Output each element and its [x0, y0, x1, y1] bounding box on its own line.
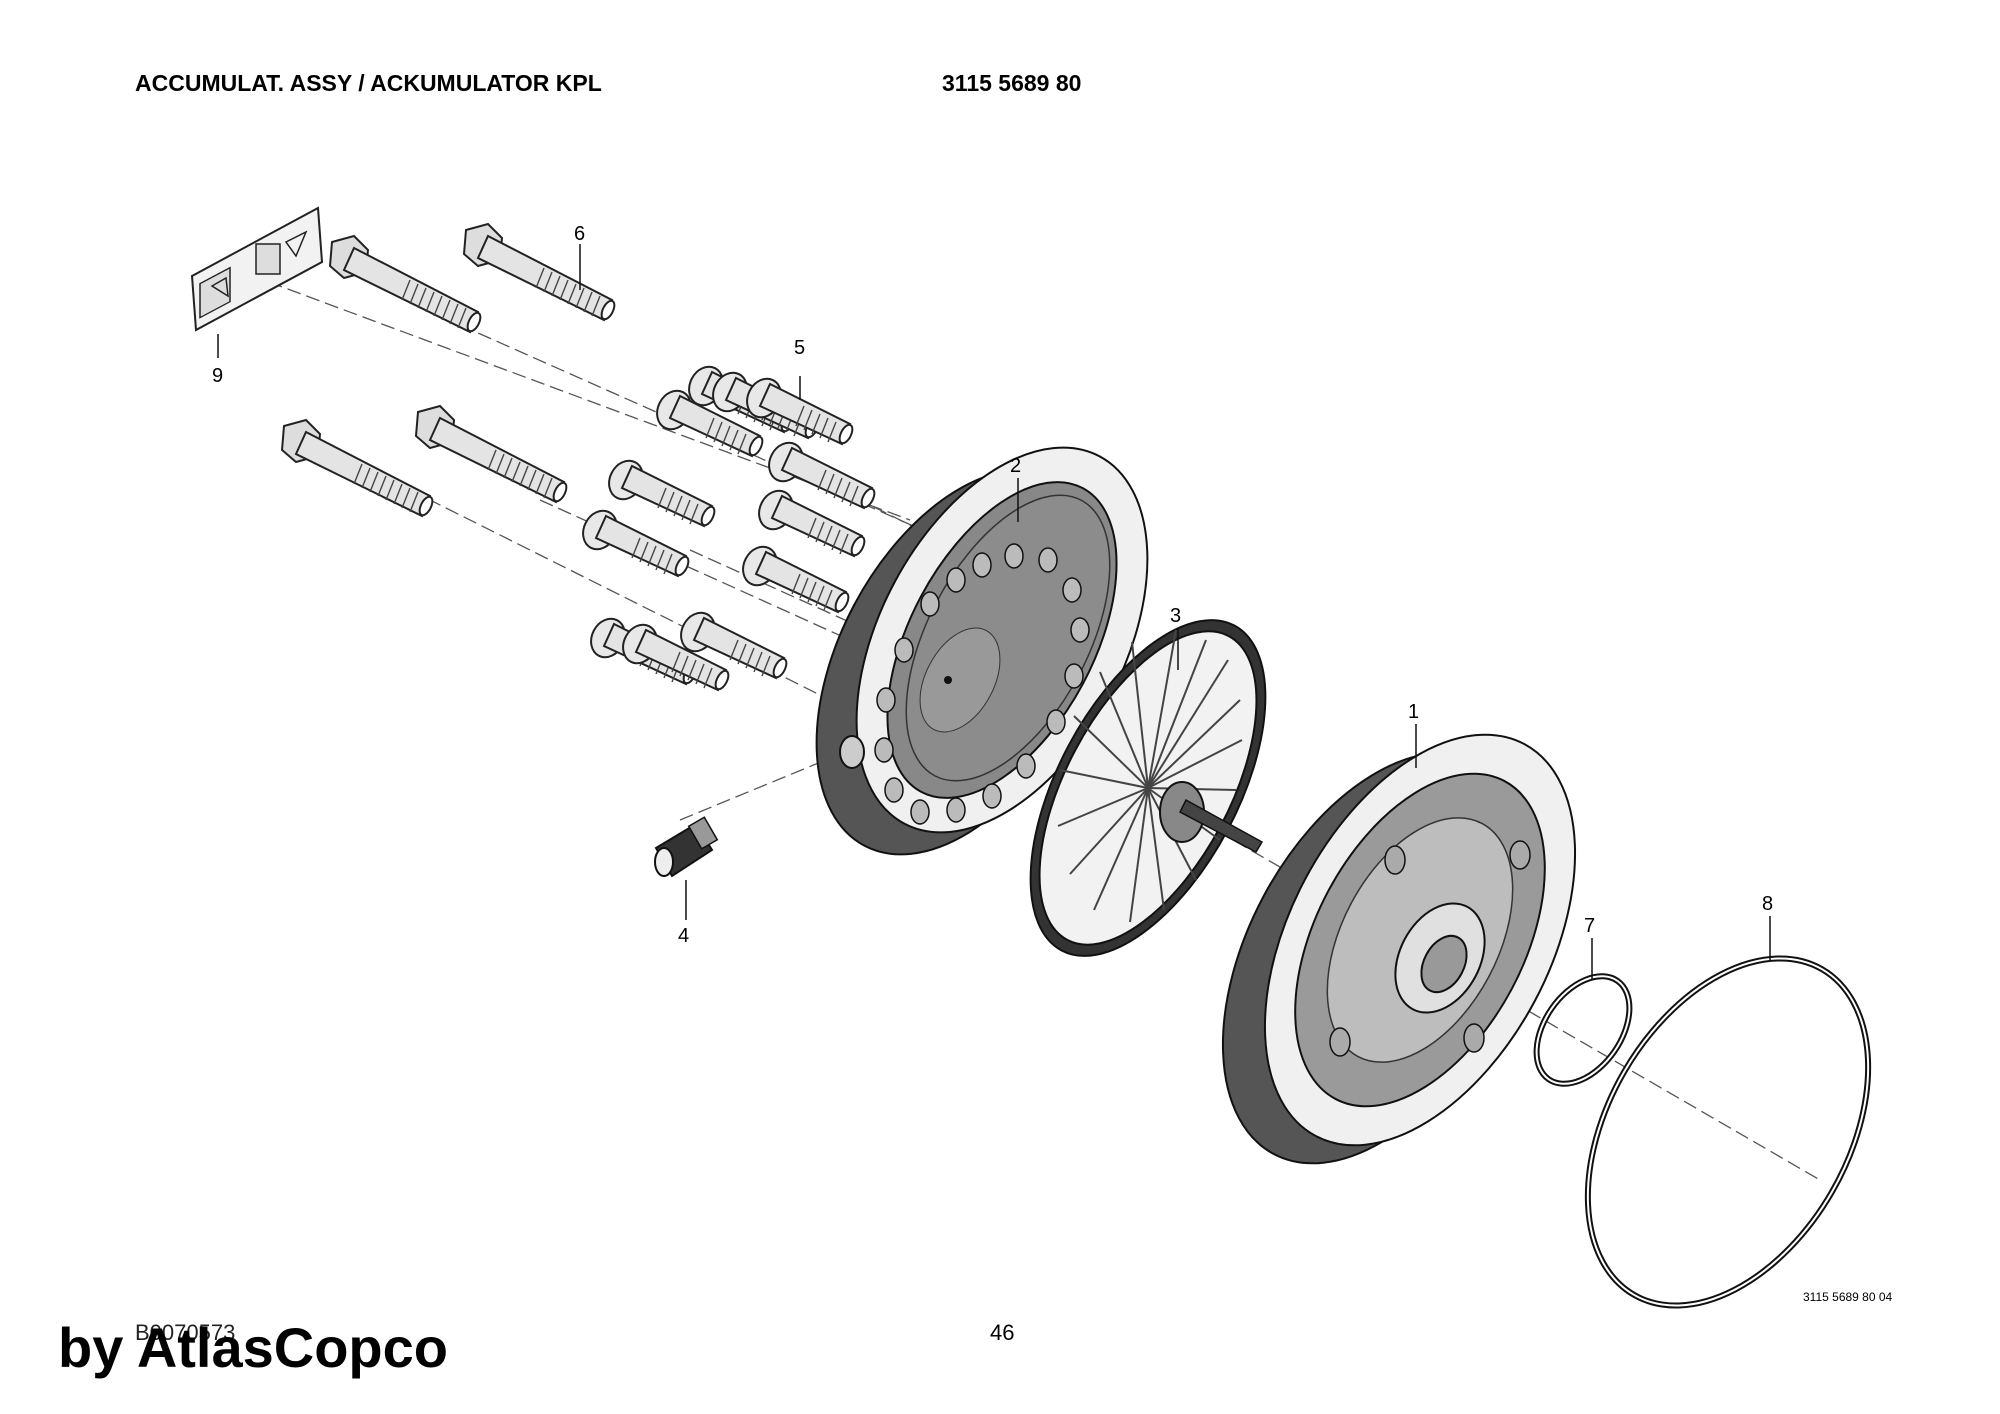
long-bolt: [415, 405, 570, 505]
page-title: ACCUMULAT. ASSY / ACKUMULATOR KPL: [135, 70, 602, 96]
drawing-number: 3115 5689 80 04: [1803, 1290, 1893, 1304]
large-o-ring: [1584, 955, 1872, 1309]
callout-1: 1: [1408, 701, 1419, 723]
document-reference: B0070573: [135, 1320, 236, 1345]
page-number: 46: [990, 1320, 1015, 1345]
callout-7: 7: [1584, 915, 1595, 937]
callout-5: 5: [794, 337, 805, 359]
accumulator-housing: [1221, 733, 1577, 1165]
brand-watermark: by AtlasCopco: [58, 1316, 448, 1379]
assembly-part-number: 3115 5689 80: [942, 70, 1082, 96]
callout-8: 8: [1762, 893, 1773, 915]
long-bolt: [463, 223, 618, 323]
callout-2: 2: [1010, 455, 1021, 477]
warning-decal: [190, 206, 324, 332]
charging-valve: [654, 816, 719, 878]
callout-4: 4: [678, 925, 689, 947]
long-bolt: [329, 235, 484, 335]
callout-6: 6: [574, 223, 585, 245]
socket-head-bolt: [601, 453, 718, 529]
callout-leaders: [217, 244, 1771, 980]
small-o-ring: [1533, 973, 1633, 1087]
callout-3: 3: [1170, 605, 1181, 627]
callout-9: 9: [212, 365, 223, 387]
long-bolt: [281, 419, 436, 519]
socket-head-bolt: [735, 539, 852, 615]
piston-diaphragm: [1029, 619, 1267, 957]
